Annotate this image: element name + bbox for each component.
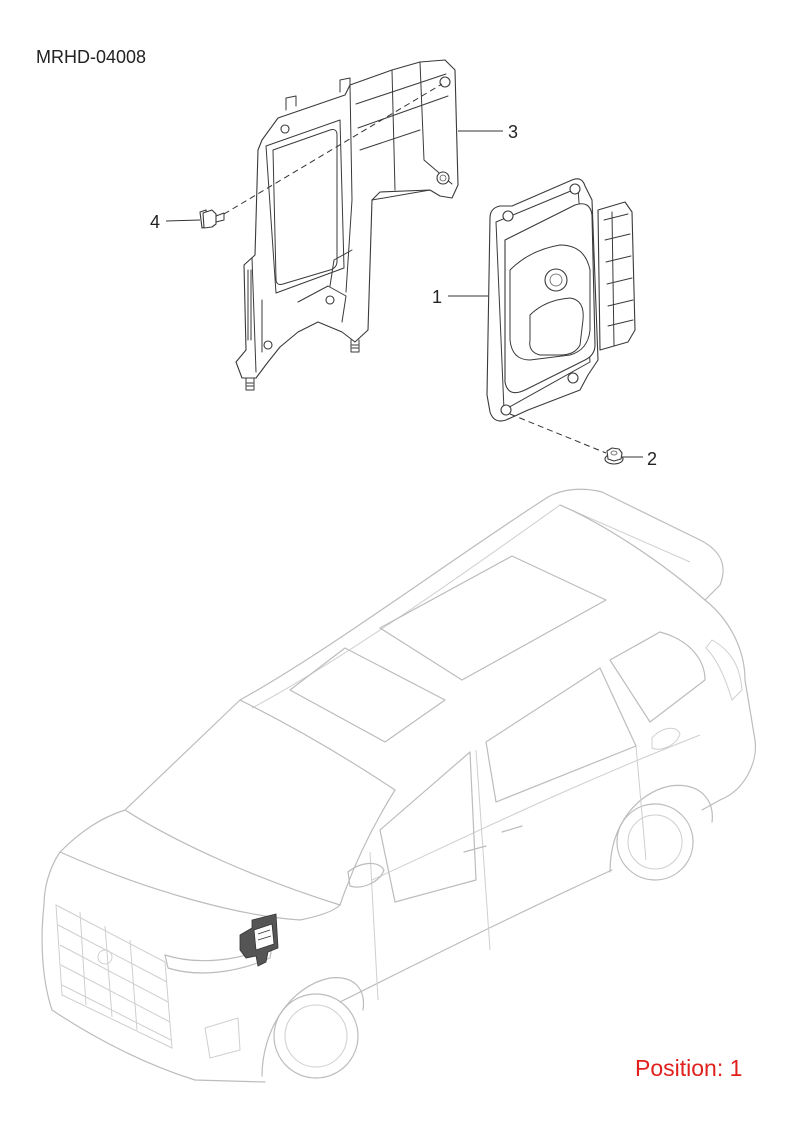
vehicle-illustration <box>41 488 757 1083</box>
bracket-top-tab <box>285 77 351 111</box>
module-connector <box>597 201 636 351</box>
callout-label-2: 2 <box>647 449 657 469</box>
vehicle-side-sill <box>339 869 613 1003</box>
vehicle-grille <box>55 904 173 1049</box>
vehicle-sunroof-front <box>289 647 446 743</box>
module-connector-ribs <box>603 211 634 347</box>
vehicle-front-wheel-arch <box>261 977 365 1077</box>
bracket-window <box>272 129 338 285</box>
vehicle-rear-quarter-window <box>609 631 706 723</box>
bolt-assembly-line <box>223 83 443 215</box>
module-ear-hole-1 <box>569 183 581 195</box>
position-label: Position: 1 <box>635 1055 742 1081</box>
callout-label-3: 3 <box>508 122 518 142</box>
nut-bore <box>610 450 618 456</box>
vehicle-rear-pillar <box>701 599 757 811</box>
module-ear-hole-4 <box>500 404 512 416</box>
module-boss-inner <box>549 273 563 287</box>
vehicle-door-lines <box>369 745 647 1001</box>
module-ear-hole-2 <box>502 210 514 222</box>
bracket-slot <box>247 269 252 341</box>
vehicle-rear-rim <box>627 814 683 870</box>
bracket-hole-lower <box>263 340 273 350</box>
module-boss <box>544 268 568 292</box>
vehicle-sunroof-rear <box>379 555 607 681</box>
vehicle-windshield <box>124 699 396 906</box>
vehicle-headlight <box>164 945 273 974</box>
bolt-head <box>202 209 217 229</box>
vehicle-tail-light <box>705 639 743 701</box>
module-ear-hole-3 <box>567 372 579 384</box>
bolt-part <box>199 209 225 229</box>
bracket-hole-arm <box>325 295 335 305</box>
module-location-icon <box>239 913 279 967</box>
vehicle-front-rim <box>284 1004 348 1068</box>
vehicle-roof-line <box>239 488 724 701</box>
vehicle-side-crease <box>371 734 701 881</box>
vehicle-hood <box>59 809 341 921</box>
vehicle-door-handles <box>463 825 523 853</box>
nut-part <box>604 447 624 465</box>
vehicle-rear-wheel-arch <box>609 784 713 873</box>
vehicle-fog-light <box>204 1017 241 1059</box>
bracket-lower-arm <box>251 249 353 373</box>
control-module-part <box>486 178 636 422</box>
vehicle-front-tire <box>273 993 359 1079</box>
callout-label-1: 1 <box>432 287 442 307</box>
vehicle-front-face <box>41 851 266 1083</box>
module-cover <box>504 203 596 394</box>
nut-assembly-line <box>509 413 607 454</box>
vehicle-fuel-door <box>651 727 681 750</box>
module-plate-rim <box>495 187 591 411</box>
vehicle-front-door-window <box>379 751 477 903</box>
callout-label-4: 4 <box>150 212 160 232</box>
bracket-frame-inner <box>265 119 345 294</box>
vehicle-spoiler <box>559 504 706 601</box>
bracket-stud-right <box>350 339 360 353</box>
bolt-shank <box>215 212 225 223</box>
diagram-code: MRHD-04008 <box>36 47 146 67</box>
bracket-hole-right <box>436 171 450 185</box>
bracket-stud-left <box>245 377 255 391</box>
vehicle-badge <box>97 949 113 965</box>
bracket-flange-lines <box>345 61 453 293</box>
location-module-detail <box>257 929 272 941</box>
vehicle-rear-tire <box>616 803 694 881</box>
nut-hex <box>606 447 623 462</box>
vehicle-roof-inner-line <box>251 504 691 709</box>
bracket-hole-top <box>439 76 451 88</box>
module-raised-hump <box>509 244 591 361</box>
bracket-outline <box>235 59 459 379</box>
module-window <box>529 297 584 356</box>
callout-leader-4 <box>165 219 201 222</box>
bracket-hole-left <box>280 124 290 134</box>
vehicle-sliding-door-window <box>485 667 637 803</box>
vehicle-side-mirror <box>347 862 385 888</box>
bracket-part <box>235 59 459 391</box>
bracket-hole-right-inner <box>439 174 447 182</box>
